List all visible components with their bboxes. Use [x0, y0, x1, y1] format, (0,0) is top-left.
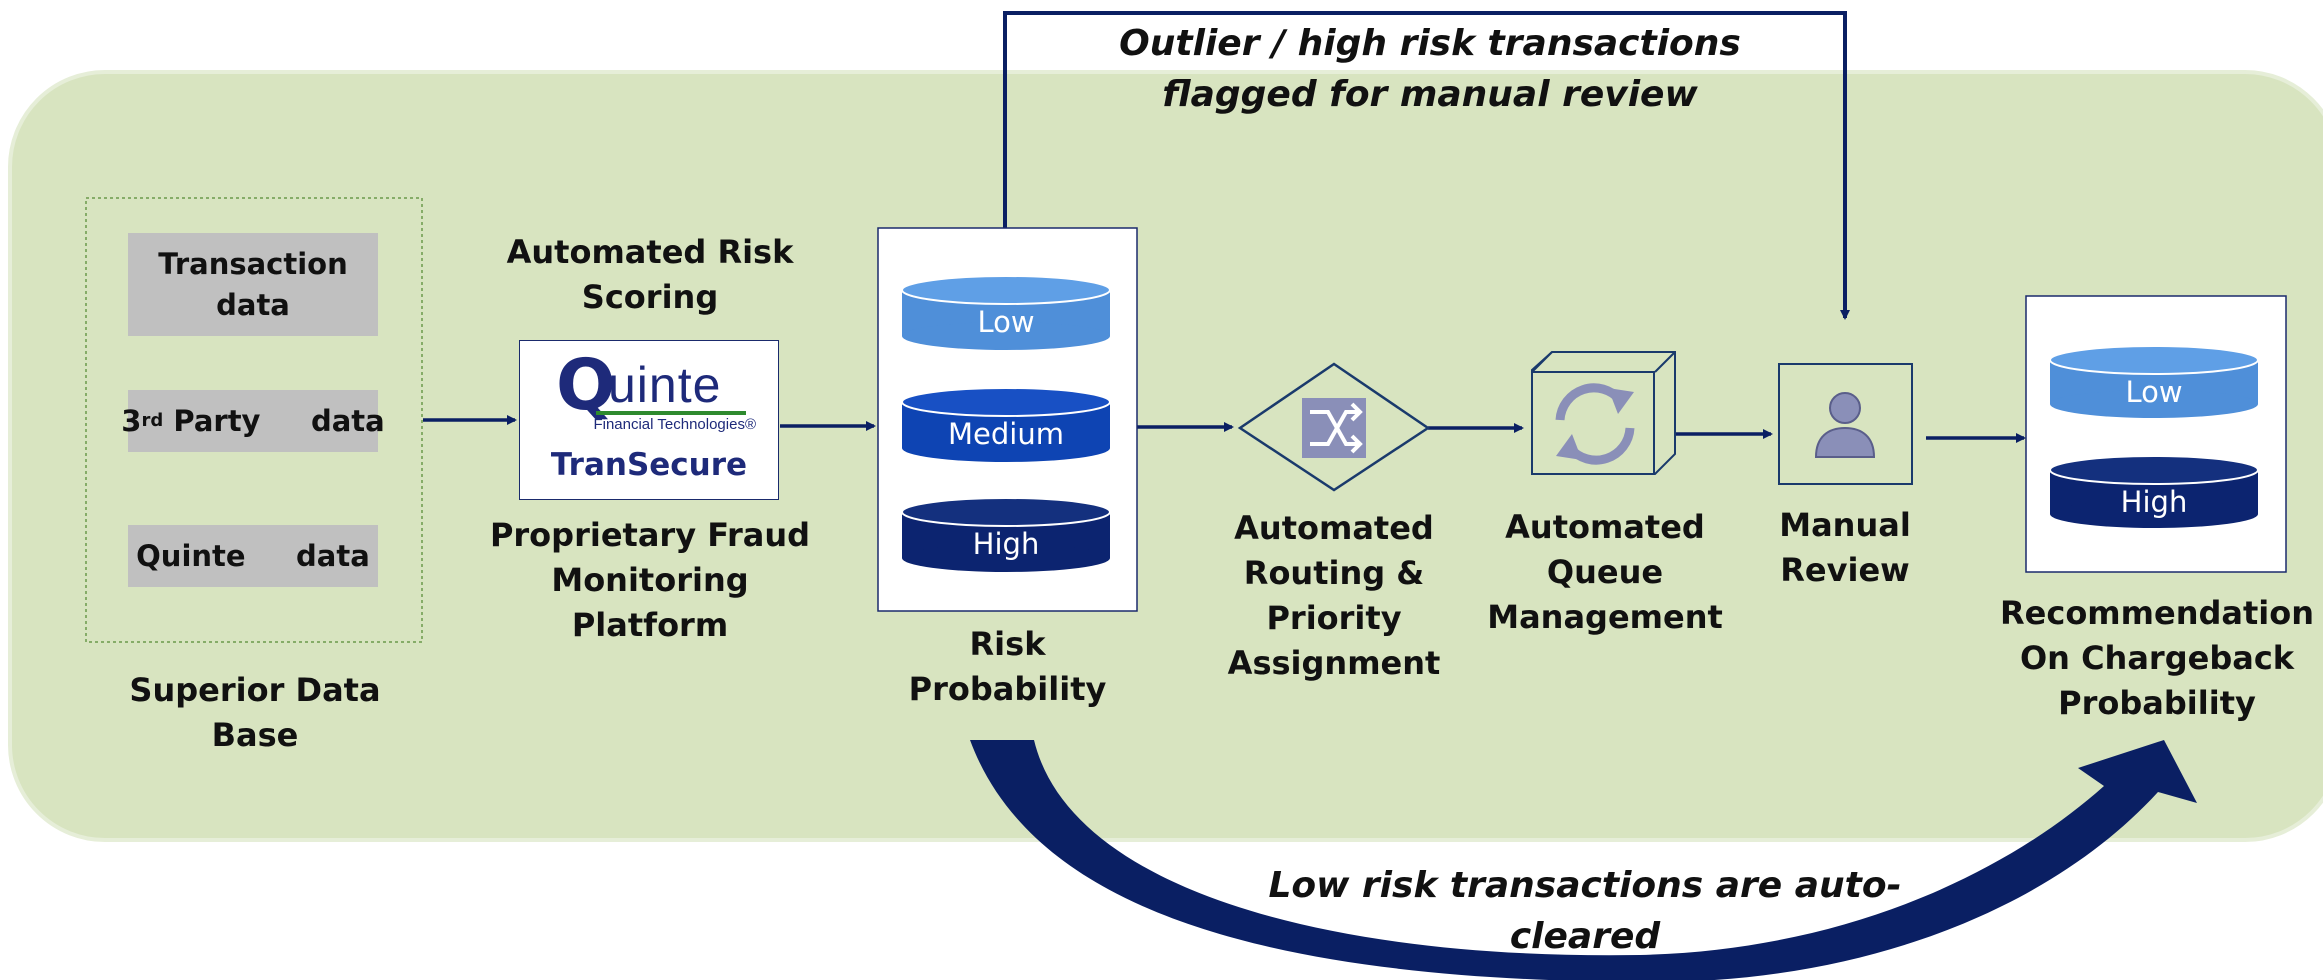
bottom-note-line-2: cleared	[1509, 916, 1661, 957]
auto-clear-curved-arrow	[970, 740, 2197, 980]
bottom-note: Low risk transactions are auto- cleared	[1220, 860, 1950, 962]
top-note-line-2: flagged for manual review	[1162, 74, 1698, 115]
scoring-caption: Proprietary Fraud Monitoring Platform	[480, 513, 820, 648]
routing-caption-line-4: Assignment	[1227, 644, 1441, 682]
recommendation-level-high: High	[2121, 485, 2188, 519]
source-third-party-label: Party data	[163, 403, 385, 438]
source-transaction-data: Transaction data	[128, 233, 378, 336]
source-caption-line-1: Superior Data	[129, 671, 381, 709]
bottom-note-line-1: Low risk transactions are auto-	[1268, 865, 1902, 906]
source-caption: Superior Data Base	[100, 668, 410, 758]
transecure-label: TranSecure	[550, 447, 748, 483]
routing-caption-line-3: Priority	[1266, 599, 1402, 637]
manual-caption-line-2: Review	[1780, 551, 1910, 589]
recommendation-cylinder-low	[2049, 345, 2259, 418]
scoring-title-line-1: Automated Risk	[506, 233, 794, 271]
scoring-caption-line-3: Platform	[571, 606, 729, 644]
recommendation-caption-line-1: Recommendation	[2000, 594, 2314, 632]
queue-caption-line-1: Automated	[1505, 508, 1705, 546]
refresh-cube-icon	[1555, 383, 1635, 465]
routing-caption: Automated Routing & Priority Assignment	[1184, 506, 1484, 686]
source-quinte-data: Quinte data	[128, 525, 378, 587]
top-note: Outlier / high risk transactions flagged…	[1040, 18, 1820, 120]
manual-review-box	[1778, 363, 1913, 485]
recommendation-level-low: Low	[2125, 375, 2182, 409]
risk-cylinder-medium	[901, 387, 1111, 462]
scoring-title-line-2: Scoring	[581, 278, 719, 316]
source-quinte-label: Quinte data	[136, 538, 370, 573]
risk-cylinder-low	[901, 275, 1111, 350]
queue-caption-line-2: Queue	[1546, 553, 1664, 591]
risk-level-medium: Medium	[948, 417, 1064, 451]
routing-caption-line-1: Automated	[1234, 509, 1434, 547]
risk-level-high: High	[973, 527, 1040, 561]
risk-cylinder-high	[901, 497, 1111, 572]
recommendation-cylinder-high	[2049, 455, 2259, 528]
source-third-party-prefix: 3	[121, 403, 142, 438]
person-icon	[1814, 392, 1876, 458]
background-panel	[8, 70, 2323, 842]
recommendation-caption-line-3: Probability	[2058, 684, 2256, 722]
queue-caption: Automated Queue Management	[1450, 505, 1760, 640]
risk-caption: Risk Probability	[855, 622, 1160, 712]
queue-cube	[1531, 351, 1676, 475]
queue-caption-line-3: Management	[1487, 598, 1723, 636]
risk-caption-line-2: Probability	[908, 670, 1107, 708]
routing-caption-line-2: Routing &	[1243, 554, 1425, 592]
scoring-caption-line-2: Monitoring	[551, 561, 749, 599]
quinte-logo: Q uinte Financial Technologies®	[556, 345, 756, 439]
source-data-frame	[85, 197, 423, 643]
quinte-logo-green-bar	[596, 411, 746, 415]
quinte-logo-word: uinte	[608, 357, 722, 413]
recommendation-box	[2025, 295, 2287, 573]
source-transaction-label-2: data	[216, 287, 290, 322]
quinte-logo-sub: Financial Technologies®	[593, 416, 756, 433]
source-transaction-label-1: Transaction	[158, 246, 348, 281]
manual-caption: Manual Review	[1735, 503, 1955, 593]
top-note-line-1: Outlier / high risk transactions	[1119, 23, 1741, 64]
quinte-logo-box: Q uinte Financial Technologies® TranSecu…	[519, 340, 779, 500]
scoring-title: Automated Risk Scoring	[490, 230, 810, 320]
manual-caption-line-1: Manual	[1779, 506, 1911, 544]
recommendation-caption: Recommendation On Chargeback Probability	[1996, 591, 2318, 726]
risk-caption-line-1: Risk	[969, 625, 1046, 663]
risk-level-low: Low	[977, 305, 1034, 339]
scoring-caption-line-1: Proprietary Fraud	[489, 516, 811, 554]
recommendation-caption-line-2: On Chargeback	[2019, 639, 2295, 677]
manual-review-loop-line	[1003, 11, 1850, 320]
routing-diamond	[1237, 362, 1431, 492]
source-caption-line-2: Base	[211, 716, 299, 754]
